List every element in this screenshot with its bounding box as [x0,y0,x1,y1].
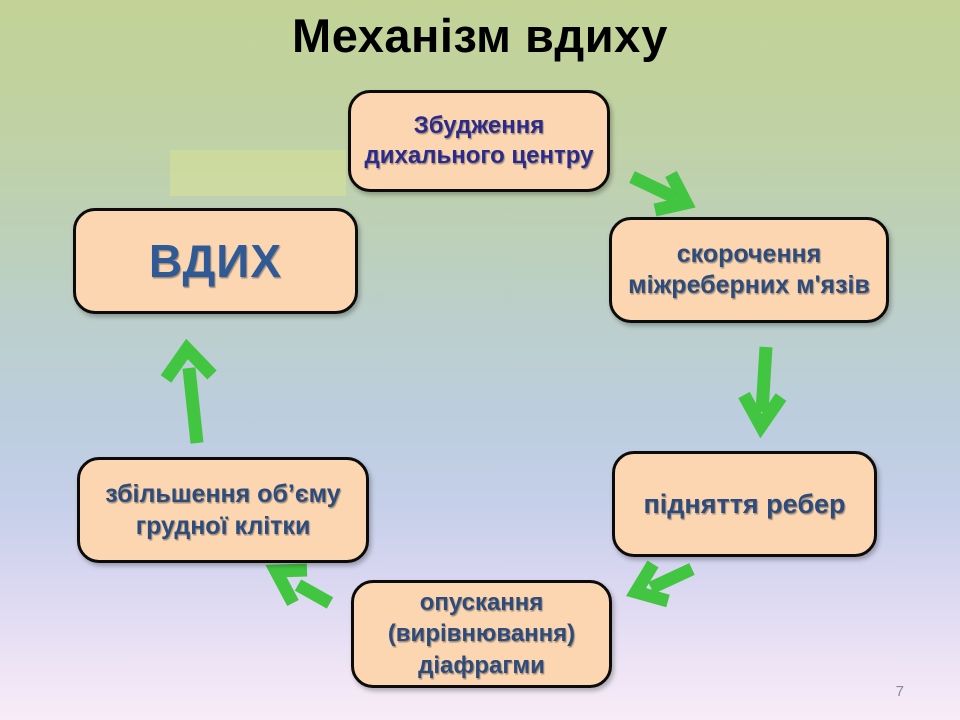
arrow-volume-to-inhale [160,338,217,444]
node-ribs-label: підняття ребер [643,488,846,519]
page-number: 7 [895,683,904,700]
highlight-rectangle [170,150,346,196]
arrow-intercostal-to-ribs [738,346,787,439]
node-intercostal-muscles: скорочення міжреберних м'язів [609,217,889,323]
node-diaphragm-label: опускання (вирівнювання) діафрагми [387,589,576,679]
arrow-ribs-to-diaphragm [626,560,695,608]
node-excitation: Збудження дихального центру [348,90,610,192]
node-inhale: ВДИХ [73,208,358,314]
node-rib-raising: підняття ребер [612,451,877,557]
slide-title: Механізм вдиху [292,9,668,62]
node-chest-volume: збільшення об’єму грудної клітки [77,457,369,563]
node-diaphragm: опускання (вирівнювання) діафрагми [351,580,612,688]
node-volume-label: збільшення об’єму грудної клітки [105,479,341,541]
arrow-excitation-to-intercostal [629,171,696,217]
node-inhale-label: ВДИХ [148,235,283,287]
node-intercostal-label: скорочення міжреберних м'язів [628,239,870,299]
arrow-diaphragm-to-volume [265,563,334,609]
node-excitation-label: Збудження дихального центру [364,112,594,169]
